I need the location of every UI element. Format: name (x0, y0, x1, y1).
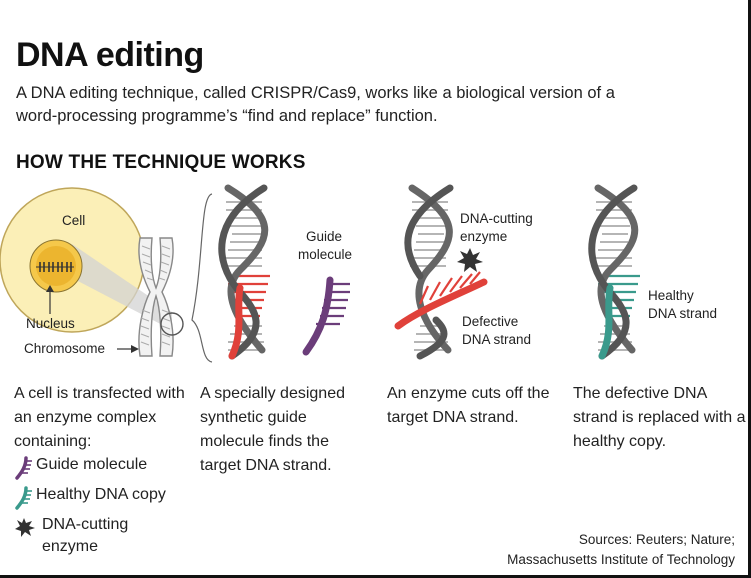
section-heading: HOW THE TECHNIQUE WORKS (16, 152, 306, 173)
enzyme-star-icon (457, 248, 483, 272)
dna-panel-healthy: Healthy DNA strand (588, 184, 717, 360)
caption-step-1: A cell is transfected with an enzyme com… (14, 385, 185, 450)
legend-guide: Guide molecule (14, 456, 194, 480)
caption-step-2: A specially designed synthetic guide mol… (200, 385, 345, 474)
defective-rungs (418, 271, 481, 305)
sources-credit: Sources: Reuters; Nature; Massachusetts … (507, 530, 735, 570)
guide-label-1: Guide (306, 229, 342, 244)
figure-title: DNA editing (16, 36, 204, 74)
cell-label: Cell (62, 213, 85, 228)
zoom-bracket (191, 193, 213, 363)
zoom-circle (160, 312, 184, 336)
nucleus-inner (36, 246, 76, 286)
healthy-dna-icon (15, 486, 32, 510)
mini-chromosomes (36, 262, 74, 272)
guide-molecule (302, 276, 334, 356)
guide-molecule-icon (15, 456, 32, 480)
chromosome-shape (138, 237, 174, 357)
healthy-strand (598, 284, 614, 360)
nucleus-label: Nucleus (26, 316, 75, 331)
healthy-label-2: DNA strand (648, 306, 717, 321)
enzyme-label-1: DNA-cutting (460, 211, 533, 226)
caption-step-3: An enzyme cuts off the target DNA strand… (387, 385, 550, 426)
defective-label-1: Defective (462, 314, 518, 329)
defective-strand (394, 278, 488, 330)
legend-guide-label: Guide molecule (36, 456, 148, 473)
legend-enzyme: DNA-cutting enzyme (14, 516, 194, 560)
dna-panel-cut: DNA-cutting enzyme Defective DNA strand (394, 184, 533, 360)
caption-step-4: The defective DNA strand is replaced wit… (573, 385, 746, 450)
defective-label-2: DNA strand (462, 332, 531, 347)
sources-line-2: Massachusetts Institute of Technology (507, 552, 735, 567)
enzyme-star-legend-icon (15, 518, 35, 537)
healthy-label-1: Healthy (648, 288, 694, 303)
sources-line-1: Sources: Reuters; Nature; (578, 532, 735, 547)
guide-label-2: molecule (298, 247, 352, 262)
diagram-artwork: Cell Nucleus Chromosome (0, 184, 717, 363)
legend-enzyme-label-2: enzyme (42, 538, 99, 555)
dna-panel-guide: Guide molecule (218, 184, 352, 360)
legend-healthy: Healthy DNA copy (14, 486, 194, 510)
cell-panel: Cell Nucleus Chromosome (0, 187, 213, 363)
legend-enzyme-label-1: DNA-cutting (42, 516, 129, 533)
target-strand (228, 284, 244, 360)
nucleus-arrowhead (46, 285, 54, 292)
legend-healthy-label: Healthy DNA copy (36, 486, 166, 503)
chromosome-arrowhead (131, 345, 139, 353)
enzyme-label-2: enzyme (460, 229, 507, 244)
chromosome-label: Chromosome (24, 341, 105, 356)
figure-subtitle: A DNA editing technique, called CRISPR/C… (16, 84, 615, 125)
